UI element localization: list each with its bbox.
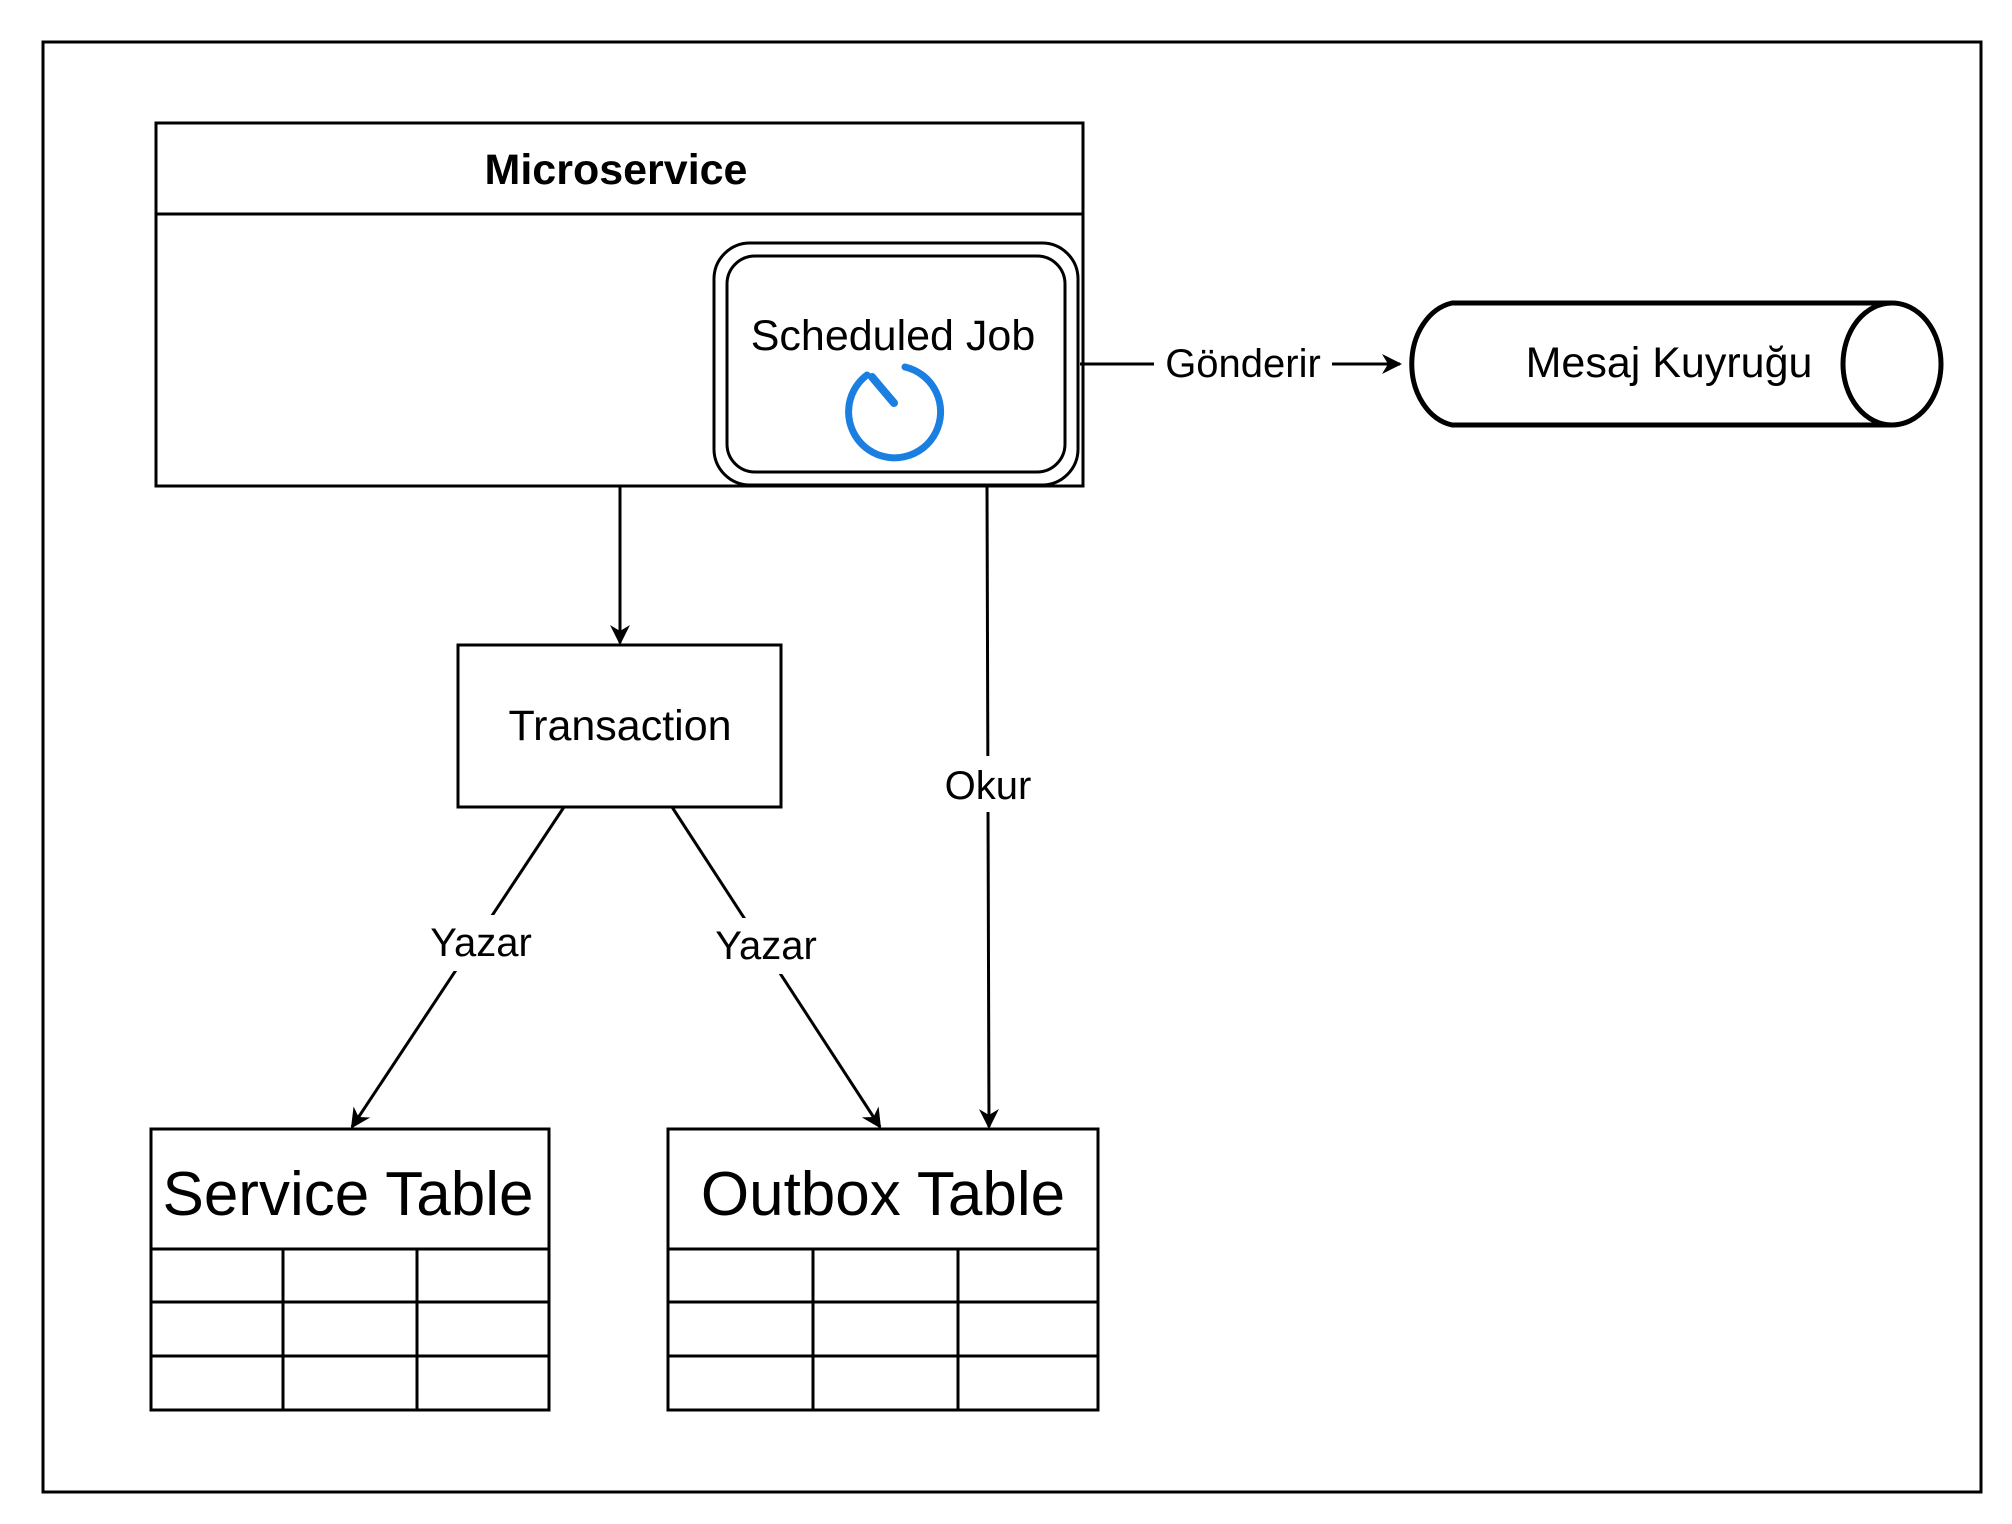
edge-label-gonderir: Gönderir	[1165, 342, 1321, 386]
transaction-label: Transaction	[508, 702, 731, 750]
edge-transaction-to-service-table: Yazar	[350, 806, 566, 1129]
microservice-title: Microservice	[485, 146, 748, 194]
scheduled-job-node[interactable]: Scheduled Job	[712, 241, 1080, 487]
edge-label-yazar-service: Yazar	[430, 921, 532, 965]
message-queue-node[interactable]: Mesaj Kuyruğu	[1409, 300, 1944, 428]
transaction-node[interactable]: Transaction	[456, 643, 783, 809]
service-table-title: Service Table	[162, 1160, 533, 1229]
edge-job-to-queue: Gönderir	[1080, 336, 1402, 388]
message-queue-label: Mesaj Kuyruğu	[1526, 339, 1813, 387]
outbox-table-title: Outbox Table	[701, 1160, 1065, 1229]
edge-transaction-to-outbox-table: Yazar	[670, 806, 882, 1129]
service-table-node[interactable]: Service Table	[149, 1127, 551, 1412]
scheduled-job-label: Scheduled Job	[751, 312, 1036, 360]
edge-job-to-outbox: Okur	[932, 485, 1044, 1129]
edge-label-yazar-outbox: Yazar	[715, 924, 817, 968]
outbox-table-node[interactable]: Outbox Table	[666, 1127, 1100, 1412]
diagram-frame	[41, 40, 1983, 1494]
timer-icon	[845, 363, 945, 462]
edge-label-okur: Okur	[945, 764, 1032, 808]
